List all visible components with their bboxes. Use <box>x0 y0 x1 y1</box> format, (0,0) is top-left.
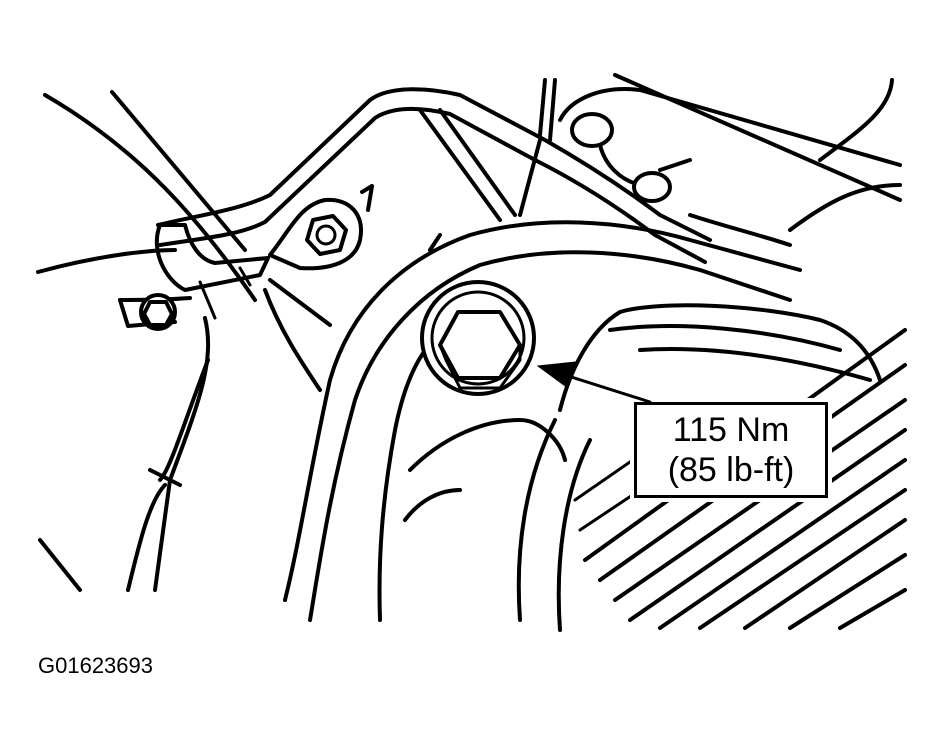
frame-line <box>110 90 247 252</box>
figure-id: G01623693 <box>38 653 153 678</box>
pulley <box>558 303 882 412</box>
pulley-rib <box>658 458 907 630</box>
upper-component <box>518 138 542 217</box>
small-bolt-left-head <box>142 300 174 327</box>
upper-component <box>538 78 547 137</box>
fitting-right <box>632 171 672 203</box>
frame-line <box>148 468 182 487</box>
pulley-rib <box>573 453 642 502</box>
torque-bolt-washer <box>430 290 526 386</box>
mount-plate <box>438 108 517 217</box>
fitting-left <box>570 112 614 148</box>
pulley-rib <box>788 553 907 630</box>
torque-bolt-head <box>438 310 522 380</box>
strap-terminal <box>268 197 363 271</box>
frame-line <box>158 358 210 482</box>
ground-strap <box>238 266 252 287</box>
bracket-line <box>36 248 177 274</box>
frame-line <box>43 93 257 302</box>
ground-strap <box>154 223 270 292</box>
upper-component <box>688 213 792 247</box>
housing <box>377 333 442 622</box>
fuel-line-tube <box>156 87 712 242</box>
leader-line <box>563 373 652 404</box>
housing <box>283 220 802 602</box>
pulley-groove <box>608 324 842 352</box>
arrowhead <box>536 361 577 389</box>
housing <box>308 250 792 622</box>
frame-line <box>38 538 82 592</box>
pulley-rib <box>743 518 907 630</box>
pulley <box>556 438 592 632</box>
frame-line <box>153 316 211 592</box>
upper-component <box>548 78 557 142</box>
fuel-line-tube <box>158 106 707 264</box>
fitting-tube <box>658 158 692 172</box>
upper-component <box>818 78 894 162</box>
torque-bolt-head-edge <box>438 343 522 390</box>
pulley-rib <box>698 488 907 630</box>
pulley <box>516 418 557 622</box>
strap-nut <box>305 214 348 256</box>
frame-line <box>126 483 167 592</box>
housing <box>263 288 322 392</box>
torque-value-imperial: (85 lb-ft) <box>667 451 795 489</box>
pulley-rib <box>628 428 907 622</box>
pulley-rib <box>838 588 907 630</box>
mount-plate <box>418 108 502 222</box>
torque-callout: 115 Nm (85 lb-ft) <box>634 402 828 498</box>
torque-value-metric: 115 Nm <box>672 411 790 449</box>
upper-component <box>558 87 902 167</box>
frame-line <box>268 278 332 327</box>
upper-component <box>788 183 902 232</box>
pulley-groove <box>638 347 872 382</box>
housing <box>403 488 462 522</box>
strap-nut-hole <box>315 224 337 246</box>
housing <box>408 418 567 472</box>
housing <box>428 233 442 252</box>
strap-mark <box>360 184 374 212</box>
upper-component <box>613 73 902 202</box>
ground-strap <box>198 280 217 320</box>
